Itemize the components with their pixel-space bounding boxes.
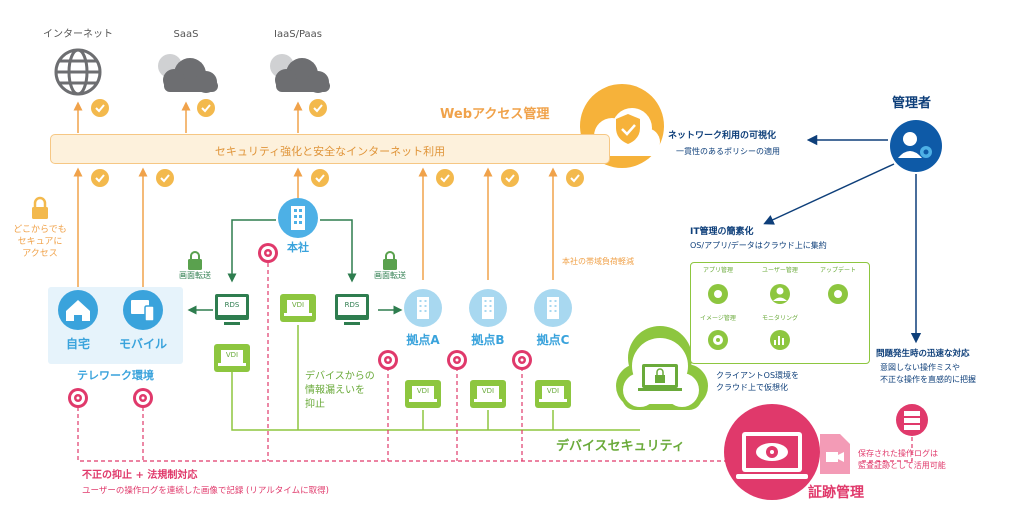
admin-arrows bbox=[763, 134, 922, 344]
branch-building-icon bbox=[469, 289, 507, 327]
check-icon bbox=[500, 168, 520, 188]
fraud-title: 不正の抑止 + 法規制対応 bbox=[82, 470, 198, 481]
check-icon bbox=[90, 98, 110, 118]
app-label: アップデート bbox=[819, 267, 856, 274]
globe-icon bbox=[54, 48, 102, 96]
evidence-monitor-icon bbox=[724, 404, 820, 500]
internet-label: インターネット bbox=[43, 29, 113, 40]
problem-sub-1: 意図しない操作ミスや bbox=[880, 363, 960, 372]
network-title: ネットワーク利用の可視化 bbox=[668, 131, 777, 141]
hq-building-icon bbox=[278, 198, 318, 238]
eye-icon bbox=[68, 388, 88, 408]
vdi-label: VDI bbox=[546, 387, 560, 395]
evidence-label: 証跡管理 bbox=[808, 485, 864, 501]
app-label: イメージ管理 bbox=[700, 315, 736, 322]
leak-prevention-line-2: 情報漏えいを bbox=[305, 385, 365, 396]
device-security-lines bbox=[231, 325, 640, 431]
rds-label: RDS bbox=[344, 301, 360, 309]
network-sub: 一貫性のあるポリシーの適用 bbox=[676, 147, 780, 156]
admin-icon bbox=[890, 120, 942, 172]
vdi-label: VDI bbox=[225, 351, 239, 359]
client-os-line-1: クライアントOS環境を bbox=[716, 371, 800, 380]
app-label: モニタリング bbox=[761, 315, 798, 322]
iaas-label: IaaS/Paas bbox=[274, 29, 322, 40]
saas-label: SaaS bbox=[173, 29, 199, 40]
screen-transfer-label: 画面転送 bbox=[179, 271, 211, 280]
branch-building-icon bbox=[404, 289, 442, 327]
it-sub: OS/アプリ/データはクラウド上に集約 bbox=[690, 241, 827, 250]
access-arrows bbox=[73, 167, 558, 290]
vdi-label: VDI bbox=[416, 387, 430, 395]
device-security-label: デバイスセキュリティ bbox=[556, 439, 685, 454]
problem-title: 問題発生時の迅速な対応 bbox=[876, 349, 970, 359]
saas-cloud-icon bbox=[158, 54, 218, 93]
problem-sub-2: 不正な操作を直感的に把握 bbox=[880, 375, 976, 384]
app-label: アプリ管理 bbox=[702, 267, 733, 274]
web-access-title: Webアクセス管理 bbox=[440, 107, 550, 122]
lock-icon bbox=[187, 251, 203, 271]
rds-server-icon bbox=[215, 294, 249, 325]
check-icon bbox=[308, 98, 328, 118]
check-icon bbox=[435, 168, 455, 188]
mobile-label: モバイル bbox=[118, 337, 167, 351]
branch-building-icon bbox=[534, 289, 572, 327]
anywhere-line-1: どこからでも bbox=[13, 225, 67, 235]
branch-c-label: 拠点C bbox=[536, 333, 570, 347]
eye-icon bbox=[378, 350, 398, 370]
branch-a-label: 拠点A bbox=[406, 333, 440, 347]
client-os-cloud-icon bbox=[616, 326, 708, 410]
home-label: 自宅 bbox=[65, 337, 90, 351]
check-icon bbox=[196, 98, 216, 118]
load-reduction-label: 本社の帯域負荷軽減 bbox=[562, 257, 634, 266]
screen-transfer-arrows bbox=[187, 219, 403, 315]
saved-log-line-1: 保存された操作ログは bbox=[858, 449, 938, 458]
lock-icon bbox=[382, 251, 398, 271]
screen-transfer-label: 画面転送 bbox=[374, 271, 406, 280]
fraud-sub: ユーザーの操作ログを連続した画像で記録 (リアルタイムに取得) bbox=[82, 486, 329, 496]
app-label: ユーザー管理 bbox=[762, 267, 798, 274]
iaas-cloud-icon bbox=[270, 54, 330, 93]
app-management-panel bbox=[690, 262, 870, 364]
rds-label: RDS bbox=[224, 301, 240, 309]
vdi-label: VDI bbox=[291, 301, 305, 309]
saved-log-line-2: 監査証跡として活用可能 bbox=[858, 461, 946, 470]
vdi-label: VDI bbox=[481, 387, 495, 395]
leak-prevention-line-3: 抑止 bbox=[305, 399, 325, 410]
client-os-line-2: クラウド上で仮想化 bbox=[716, 383, 788, 392]
rds-server-icon bbox=[335, 294, 369, 325]
check-icon bbox=[90, 168, 110, 188]
banner-text: セキュリティ強化と安全なインターネット利用 bbox=[214, 145, 446, 158]
telework-label: テレワーク環境 bbox=[77, 369, 154, 382]
eye-icon bbox=[447, 350, 467, 370]
log-server-icon bbox=[896, 404, 928, 436]
eye-icon bbox=[258, 243, 278, 263]
anywhere-line-3: アクセス bbox=[22, 249, 58, 259]
eye-icon bbox=[133, 388, 153, 408]
telework-area bbox=[48, 287, 183, 364]
it-title: IT管理の簡素化 bbox=[690, 227, 754, 237]
hq-label: 本社 bbox=[287, 241, 309, 254]
check-icon bbox=[310, 168, 330, 188]
video-file-icon bbox=[820, 434, 850, 474]
anywhere-line-2: セキュアに bbox=[17, 237, 63, 247]
evidence-lines bbox=[77, 256, 913, 462]
service-arrows bbox=[73, 101, 303, 133]
admin-label: 管理者 bbox=[892, 96, 932, 111]
branch-b-label: 拠点B bbox=[471, 333, 505, 347]
lock-icon bbox=[30, 196, 50, 221]
check-icon bbox=[155, 168, 175, 188]
security-banner: セキュリティ強化と安全なインターネット利用 bbox=[50, 134, 610, 164]
leak-prevention-line-1: デバイスからの bbox=[305, 371, 375, 382]
check-icon bbox=[565, 168, 585, 188]
eye-icon bbox=[512, 350, 532, 370]
